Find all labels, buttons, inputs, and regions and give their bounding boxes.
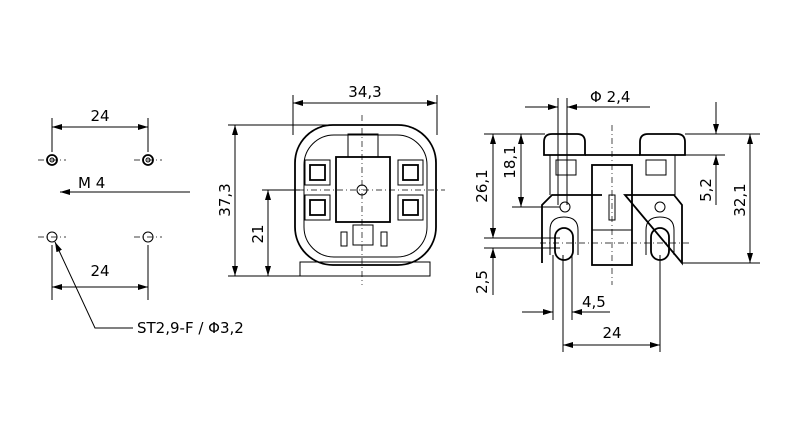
dim-width: 34,3	[348, 83, 381, 101]
dim-2-5: 2,5	[473, 270, 491, 294]
dim-26-1: 26,1	[473, 169, 491, 202]
dim-pin-spacing: 24	[602, 324, 621, 342]
dim-height: 37,3	[216, 183, 234, 216]
dim-pin-diameter: Φ 2,4	[590, 88, 630, 106]
dim-5-2: 5,2	[697, 178, 715, 202]
dim-center-height: 21	[249, 224, 267, 243]
front-view: 34,3 37,3 21	[216, 83, 445, 285]
thread-label: M 4	[78, 174, 105, 192]
screw-note: ST2,9-F / Φ3,2	[137, 319, 244, 337]
dim-4-5: 4,5	[582, 293, 606, 311]
dim-18-1: 18,1	[501, 145, 519, 178]
dim-bottom-24: 24	[90, 262, 109, 280]
mounting-hole-pattern-view: 24 M 4 24 ST2,9-F / Φ3,2	[38, 107, 244, 337]
dim-32-1: 32,1	[731, 183, 749, 216]
side-view: Φ 2,4 26,1 18,1 5,2 32,1 2,5 4,5 24	[473, 88, 760, 352]
dim-top-24: 24	[90, 107, 109, 125]
